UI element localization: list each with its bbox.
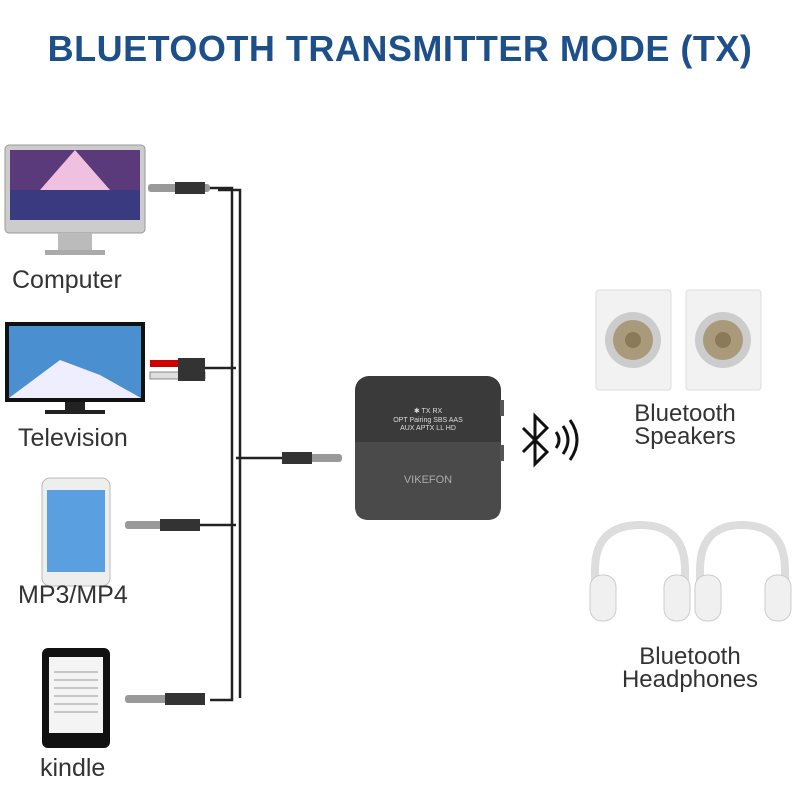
- source-label-mp3: MP3/MP4: [18, 581, 128, 609]
- device-indicators-row2: OPT Pairing SBS AAS: [393, 417, 463, 424]
- computer-image: [4, 144, 146, 255]
- speakers-image: [595, 289, 762, 391]
- source-label-computer: Computer: [12, 266, 122, 294]
- speakers-line2: Speakers: [634, 423, 736, 450]
- source-label-kindle: kindle: [40, 754, 106, 782]
- source-label-television: Television: [18, 424, 128, 452]
- headphones-line1: Bluetooth: [639, 643, 741, 670]
- cable-trunk-right: [218, 188, 242, 698]
- mp3-player-image: [41, 477, 111, 587]
- device-brand: VIKEFON: [404, 474, 452, 486]
- television-image: [5, 322, 145, 414]
- headphones-line2: Headphones: [621, 666, 759, 693]
- bluetooth-icon: [521, 412, 579, 468]
- audio-jack-mp3: [125, 519, 200, 531]
- device-indicators-row1: ✱ TX RX: [414, 407, 443, 415]
- device-indicators-row3: AUX APTX LL HD: [400, 425, 456, 432]
- speakers-line1: Bluetooth: [634, 400, 736, 427]
- transmitter-device: ✱ TX RX OPT Pairing SBS AAS AUX APTX LL …: [355, 376, 504, 520]
- page-title: BLUETOOTH TRANSMITTER MODE (TX): [47, 28, 753, 69]
- output-label-headphones: Bluetooth Headphones: [590, 643, 790, 693]
- audio-jack-device: [282, 452, 342, 464]
- output-label-speakers: Bluetooth Speakers: [590, 400, 780, 450]
- cables: [200, 186, 282, 702]
- audio-jack-computer: [148, 182, 210, 194]
- headphones-image: [589, 520, 792, 622]
- kindle-image: [42, 648, 110, 748]
- audio-jack-kindle: [125, 693, 205, 705]
- cable-trunk-left: [210, 186, 234, 702]
- rca-plugs-tv: [149, 358, 206, 381]
